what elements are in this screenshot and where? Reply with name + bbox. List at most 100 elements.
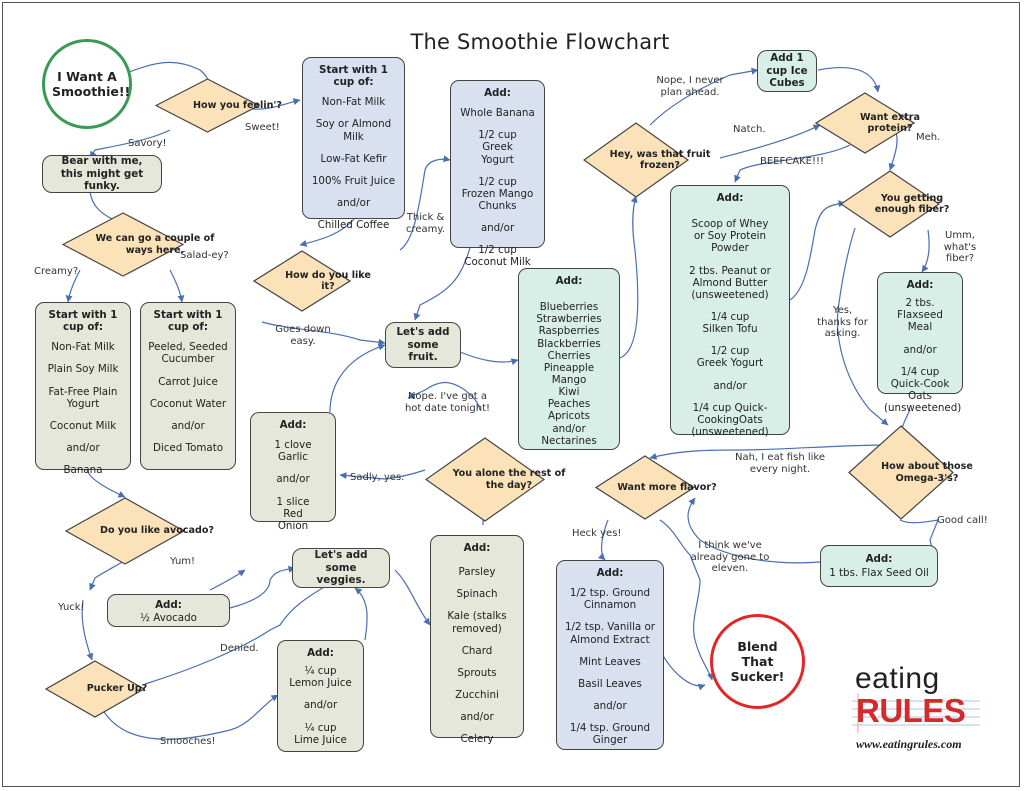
box-header: Add: bbox=[463, 542, 491, 554]
box-header: Add: bbox=[555, 275, 583, 287]
fiber-add-box: Add: 2 tbs. Flaxseed Meal and/or 1/4 cup… bbox=[877, 272, 963, 414]
decision-label: Hey, was that fruit frozen? bbox=[609, 148, 711, 172]
box-item: 1/2 cup Greek Yogurt bbox=[478, 129, 517, 166]
box-header: Start with 1 cup of: bbox=[319, 64, 388, 89]
diamond-shape bbox=[848, 425, 954, 520]
box-item: 1 clove Garlic bbox=[274, 439, 312, 464]
diamond-shape bbox=[840, 170, 940, 238]
decision-label: How do you like it? bbox=[285, 269, 371, 293]
flax-oil-box: Add: 1 tbs. Flax Seed Oil bbox=[820, 545, 938, 587]
box-item: Coconut Milk bbox=[49, 419, 117, 432]
box-header: Add: bbox=[484, 87, 511, 99]
note-sweet: Sweet! bbox=[245, 122, 280, 133]
box-item: and/or bbox=[552, 422, 586, 435]
box-item: Non-Fat Milk bbox=[321, 96, 386, 109]
logo-ruled-lines bbox=[852, 693, 980, 733]
note-salad: Salad-ey? bbox=[180, 250, 229, 261]
box-item: Soy or Almond Milk bbox=[315, 118, 392, 143]
decision-label: You getting enough fiber? bbox=[874, 192, 950, 216]
box-item: Parsley bbox=[458, 566, 496, 579]
end-label: Blend That Sucker! bbox=[730, 639, 785, 684]
box-item: and/or bbox=[276, 473, 310, 486]
decision-label: How about those Omega-3's? bbox=[881, 461, 973, 484]
box-item: 1/2 tsp. Vanilla or Almond Extract bbox=[564, 621, 656, 646]
note-yes-thanks: Yes, thanks for asking. bbox=[815, 305, 870, 340]
box-item: Chilled Coffee bbox=[317, 219, 390, 232]
note-goes-down-text: Goes down easy. bbox=[275, 324, 331, 347]
decision-label: How you feelin'? bbox=[193, 99, 282, 111]
note-natch: Natch. bbox=[733, 124, 766, 135]
page-title: The Smoothie Flowchart bbox=[410, 30, 670, 54]
box-item: Whole Banana bbox=[460, 107, 535, 120]
note-nope-never: Nope, I never plan ahead. bbox=[655, 75, 725, 98]
box-item: Mint Leaves bbox=[579, 655, 641, 668]
box-header: Start with 1 cup of: bbox=[48, 309, 118, 334]
fruits-box: Add: Blueberries Strawberries Raspberrie… bbox=[518, 268, 620, 450]
box-item: 1/4 tsp. Ground Ginger bbox=[569, 722, 651, 747]
decision-label: Do you like avocado? bbox=[100, 525, 214, 537]
decision-fiber: You getting enough fiber? bbox=[840, 170, 949, 238]
box-header: Add: bbox=[307, 647, 334, 659]
box-header: Add: bbox=[906, 279, 934, 291]
note-denied: Denied. bbox=[220, 643, 259, 654]
note-nah-fish-text: Nah, I eat fish like every night. bbox=[735, 452, 825, 475]
avocado-add-box: Add: ½ Avocado bbox=[107, 594, 230, 627]
box-item: Sprouts bbox=[457, 666, 497, 679]
box-item: Fat-Free Plain Yogurt bbox=[48, 385, 118, 410]
box-item: and/or bbox=[336, 196, 371, 209]
box-item: and/or bbox=[460, 711, 494, 724]
funky-box: Bear with me, this might get funky. bbox=[42, 155, 162, 193]
note-meh: Meh. bbox=[916, 132, 941, 143]
note-smooches: Smooches! bbox=[160, 736, 216, 747]
note-creamy: Creamy? bbox=[34, 266, 79, 277]
box-item: Nectarines bbox=[541, 434, 597, 447]
diamond-shape bbox=[425, 437, 545, 522]
box-item: Chard bbox=[461, 644, 493, 657]
garlic-box: Add: 1 clove Garlic and/or 1 slice Red O… bbox=[250, 412, 336, 532]
funky-label: Bear with me, this might get funky. bbox=[60, 155, 144, 193]
box-item: Low-Fat Kefir bbox=[320, 152, 387, 165]
logo-rules: RULES bbox=[856, 692, 966, 729]
box-item: Carrot Juice bbox=[158, 375, 218, 388]
end-node: Blend That Sucker! bbox=[710, 614, 805, 709]
diamond-shape bbox=[65, 497, 185, 565]
diamond-shape bbox=[595, 455, 695, 520]
box-header: Add: bbox=[279, 419, 307, 431]
note-thick: Thick & creamy. bbox=[403, 212, 448, 235]
decision-protein: Want extra protein? bbox=[815, 92, 920, 154]
box-item: ¼ cup Lime Juice bbox=[294, 721, 347, 746]
creamy-base-box: Start with 1 cup of: Non-Fat Milk Plain … bbox=[35, 302, 131, 476]
box-item: Mango bbox=[551, 373, 587, 386]
box-item: 1/4 cup Quick-Cook Oats (unsweetened) bbox=[884, 365, 962, 415]
note-eleven: I think we've already gone to eleven. bbox=[690, 540, 770, 575]
logo-eating: eating bbox=[855, 662, 940, 695]
decision-couple-ways: We can go a couple of ways here. bbox=[62, 212, 214, 277]
decision-like-it: How do you like it? bbox=[253, 250, 371, 312]
note-nah-fish: Nah, I eat fish like every night. bbox=[730, 452, 830, 475]
note-beefcake: BEEFCAKE!!! bbox=[760, 156, 824, 167]
note-goes-down: Goes down easy. bbox=[268, 324, 338, 347]
box-item: Plain Soy Milk bbox=[47, 363, 119, 376]
note-nope-hot: Nope. I've got a hot date tonight! bbox=[400, 391, 495, 414]
box-item: Peeled, Seeded Cucumber bbox=[148, 341, 228, 366]
note-nope-never-text: Nope, I never plan ahead. bbox=[656, 75, 724, 98]
add-fruit-label: Let's add some fruit. bbox=[396, 326, 450, 364]
salad-base-box: Start with 1 cup of: Peeled, Seeded Cucu… bbox=[140, 302, 236, 470]
box-item: and/or bbox=[66, 441, 100, 454]
box-item: and/or bbox=[593, 699, 627, 712]
decision-omega: How about those Omega-3's? bbox=[848, 425, 973, 520]
decision-label: Want extra protein? bbox=[860, 111, 920, 135]
box-item: 2 tbs. Peanut or Almond Butter (unsweete… bbox=[689, 264, 771, 301]
box-item: Celery bbox=[460, 733, 494, 746]
box-item: 100% Fruit Juice bbox=[311, 174, 396, 187]
diamond-shape bbox=[815, 92, 915, 154]
box-item: Blueberries bbox=[539, 301, 599, 314]
add-veggies-label: Let's add some veggies. bbox=[314, 549, 368, 587]
logo-url: www.eatingrules.com bbox=[856, 737, 962, 751]
decision-frozen: Hey, was that fruit frozen? bbox=[583, 122, 710, 198]
box-item: 1 slice Red Onion bbox=[276, 495, 310, 532]
note-yes-thanks-text: Yes, thanks for asking. bbox=[817, 305, 868, 339]
box-item: Raspberries bbox=[538, 325, 600, 338]
diamond-shape bbox=[253, 250, 351, 312]
